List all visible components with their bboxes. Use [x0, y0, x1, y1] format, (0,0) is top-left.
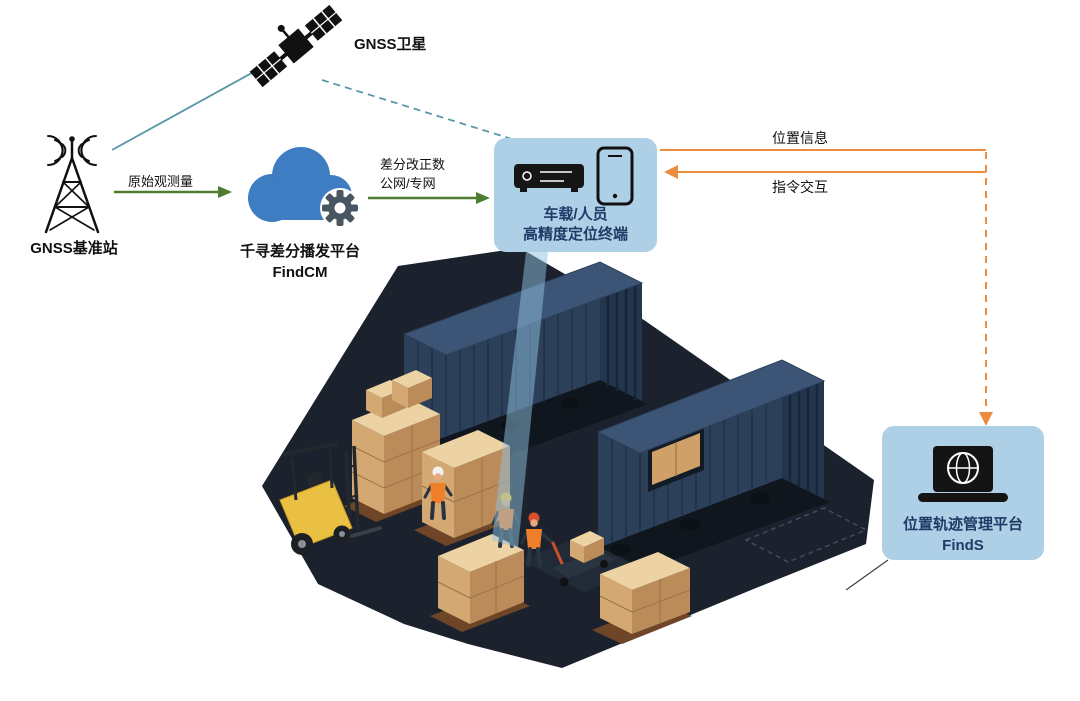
satellite-to-terminal-link [321, 79, 516, 141]
pointer-line [845, 559, 889, 591]
command-label: 指令交互 [772, 179, 828, 195]
vertical-link-line [979, 152, 993, 426]
worker-1 [423, 466, 453, 520]
forklift [279, 442, 382, 555]
laptop-icon [918, 446, 1008, 502]
cloud-platform-label: 千寻差分播发平台 [239, 243, 360, 260]
base-station-label: GNSS基准站 [30, 240, 118, 257]
phone-icon [596, 146, 634, 206]
finds-label-2: FindS [942, 537, 984, 554]
worker-3 [520, 512, 555, 567]
correction-label-1: 差分改正数 [380, 157, 446, 172]
base-station-icon [44, 135, 100, 234]
satellite-label: GNSS卫星 [354, 36, 427, 53]
warehouse-scene [262, 248, 874, 668]
finds-panel [845, 426, 1044, 591]
positioning-beam [492, 252, 548, 548]
globe-icon [947, 452, 979, 484]
terminal-label-1: 车载/人员 [543, 206, 608, 223]
cloud-icon [248, 147, 360, 228]
correction-arrow [368, 192, 490, 204]
pallet-jack [551, 531, 616, 587]
pallet-stack-d [592, 552, 692, 644]
position-info-label: 位置信息 [772, 130, 828, 146]
correction-label-2: 公网/专网 [380, 176, 436, 191]
finds-label-1: 位置轨迹管理平台 [902, 516, 1023, 533]
satellite-to-base-link [111, 63, 269, 151]
terminal-panel [494, 138, 657, 252]
gear-icon [322, 190, 358, 226]
pallet-stack-c [430, 534, 530, 632]
terminal-label-2: 高精度定位终端 [522, 226, 628, 243]
findcm-label: FindCM [272, 264, 328, 281]
receiver-icon [514, 164, 584, 192]
command-line [664, 165, 986, 179]
container-right [596, 359, 830, 570]
satellite-icon [249, 4, 343, 88]
floor-marking [744, 507, 868, 563]
raw-observation-label: 原始观测量 [128, 174, 194, 189]
raw-observation-arrow [114, 186, 232, 198]
